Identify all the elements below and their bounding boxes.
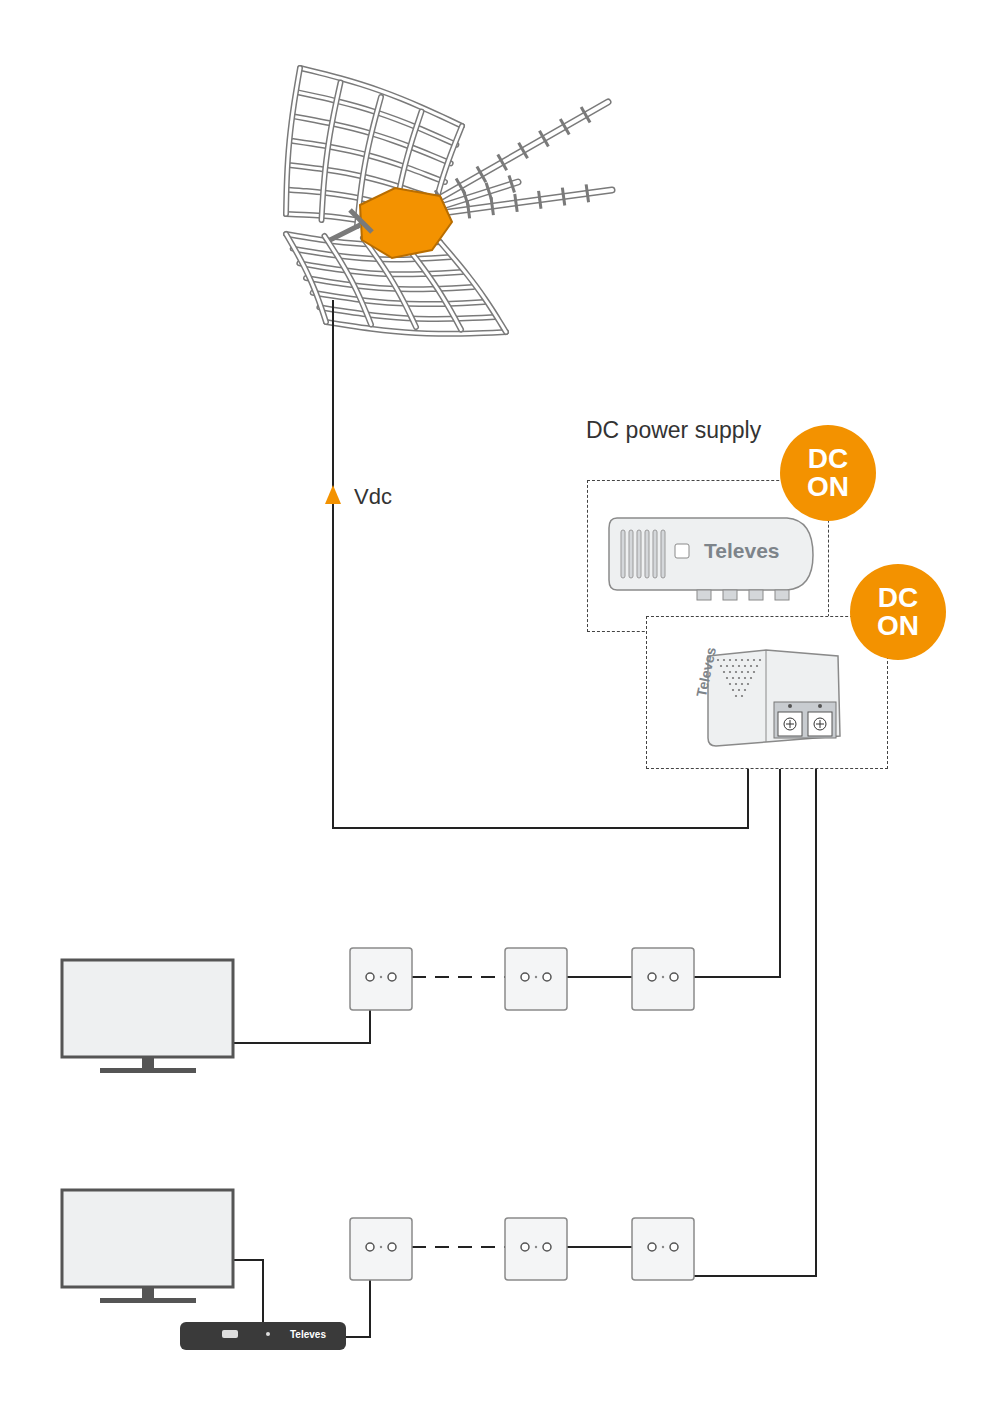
coax-cable-dashed xyxy=(412,976,505,978)
antenna-clamp xyxy=(330,210,372,240)
coax-cable xyxy=(694,769,816,1276)
voltage-label: Vdc xyxy=(354,484,392,510)
antenna-tube xyxy=(286,68,300,214)
coax-cable xyxy=(233,1260,263,1322)
coax-cable-dashed xyxy=(412,1246,505,1248)
antenna-tube xyxy=(322,83,341,221)
antenna-tube xyxy=(325,236,372,325)
coax-cable xyxy=(567,976,632,978)
antenna-tube xyxy=(286,234,326,322)
yagi-element xyxy=(463,190,468,207)
brand-logo: Televes xyxy=(704,539,780,563)
coax-cable xyxy=(567,1246,632,1248)
wall-socket xyxy=(505,1218,567,1280)
yagi-element xyxy=(560,119,569,135)
antenna-tube xyxy=(286,68,300,214)
yagi-element xyxy=(562,188,564,206)
yagi-element xyxy=(515,194,517,212)
wall-socket xyxy=(505,948,567,1010)
status-badge: DC ON xyxy=(850,564,946,660)
television xyxy=(62,1190,233,1303)
yagi-element xyxy=(539,131,548,147)
yagi-element xyxy=(477,167,486,183)
antenna-tube xyxy=(440,242,506,332)
antenna-tube xyxy=(286,234,326,322)
television xyxy=(62,960,233,1073)
wall-socket xyxy=(632,1218,694,1280)
antenna-hub xyxy=(360,188,452,258)
group-heading: DC power supply xyxy=(586,417,761,444)
yagi-element xyxy=(486,183,491,200)
wall-socket xyxy=(350,948,412,1010)
amplifier-drawing xyxy=(646,616,888,769)
yagi-element xyxy=(509,175,514,192)
coax-cable xyxy=(694,769,780,977)
yagi-element xyxy=(519,143,528,159)
yagi-element xyxy=(491,197,493,215)
set-top-box xyxy=(180,1322,346,1350)
dc-arrow xyxy=(325,485,341,504)
wall-socket xyxy=(350,1218,412,1280)
badge-text: DC ON xyxy=(801,445,855,501)
brand-logo: Televes xyxy=(290,1329,326,1340)
antenna-tube xyxy=(325,236,372,325)
yagi-element xyxy=(581,107,590,123)
antenna-tube xyxy=(322,83,341,221)
antenna-tube xyxy=(440,242,506,332)
yagi-element xyxy=(539,191,541,209)
yagi-element xyxy=(498,155,507,171)
status-badge: DC ON xyxy=(780,425,876,521)
badge-text: DC ON xyxy=(871,584,925,640)
yagi-element xyxy=(586,184,588,202)
wall-socket xyxy=(632,948,694,1010)
antenna xyxy=(286,68,612,334)
amplifier-box: Televes xyxy=(646,616,888,769)
